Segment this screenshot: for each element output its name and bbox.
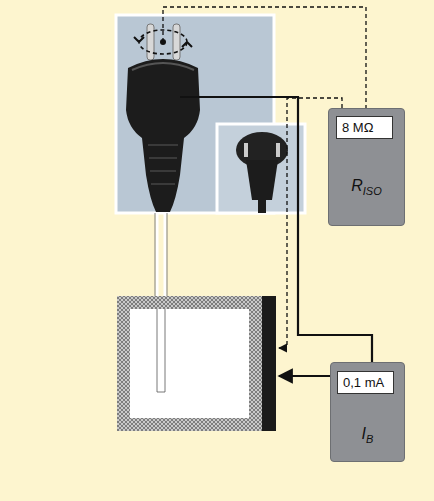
instrument-symbol: IB <box>362 425 374 443</box>
display-reading: 0,1 mA <box>343 375 384 390</box>
symbol-letter: R <box>351 177 363 194</box>
display-reading: 8 MΩ <box>342 120 373 135</box>
device-interior <box>130 309 249 418</box>
cable-outline <box>155 213 167 300</box>
measuring-instrument: IB 0,1 mA <box>330 362 405 462</box>
plug-front-photo <box>217 124 305 213</box>
test-lead-dashed <box>163 7 366 108</box>
metal-housing-bar <box>262 296 276 431</box>
instrument-symbol: RISO <box>351 177 382 195</box>
meter-display: 0,1 mA <box>337 371 394 394</box>
measuring-instrument: RISO 8 MΩ <box>328 108 405 226</box>
symbol-subscript: B <box>366 433 373 445</box>
plug-drawing <box>126 24 200 212</box>
symbol-letter: I <box>362 425 366 442</box>
meter-display: 8 MΩ <box>336 116 393 139</box>
device-housing <box>117 296 262 431</box>
cable-inside <box>157 309 165 392</box>
plug-front-drawing <box>236 132 288 213</box>
symbol-subscript: ISO <box>363 185 382 197</box>
